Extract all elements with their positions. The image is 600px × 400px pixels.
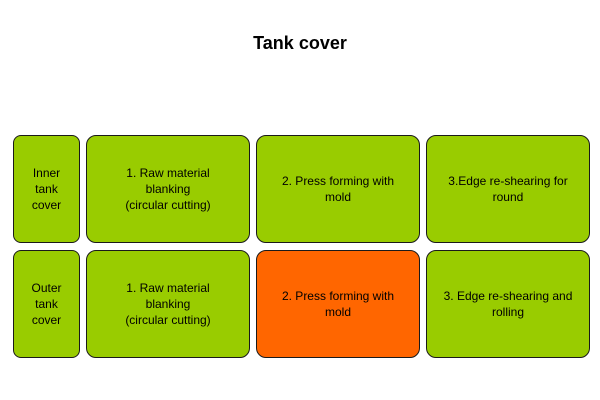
inner-step-1-box: 1. Raw material blanking (circular cutti… [86, 135, 250, 243]
step-text: 3.Edge re-shearing for round [448, 174, 568, 204]
diagram-title: Tank cover [253, 33, 347, 53]
outer-step-3-box: 3. Edge re-shearing and rolling [426, 250, 590, 358]
row-label-inner-tank-cover: Inner tank cover [13, 135, 80, 243]
inner-step-2-box: 2. Press forming with mold [256, 135, 420, 243]
step-text: 1. Raw material blanking (circular cutti… [125, 281, 211, 327]
row-label-text: Outer tank cover [31, 281, 62, 327]
outer-step-2-box-highlighted: 2. Press forming with mold [256, 250, 420, 358]
step-text: 3. Edge re-shearing and rolling [443, 289, 573, 319]
outer-step-1-box: 1. Raw material blanking (circular cutti… [86, 250, 250, 358]
row-label-outer-tank-cover: Outer tank cover [13, 250, 80, 358]
inner-step-3-box: 3.Edge re-shearing for round [426, 135, 590, 243]
row-label-text: Inner tank cover [31, 166, 62, 212]
step-text: 2. Press forming with mold [281, 174, 395, 204]
step-text: 2. Press forming with mold [281, 289, 395, 319]
step-text: 1. Raw material blanking (circular cutti… [125, 166, 211, 212]
